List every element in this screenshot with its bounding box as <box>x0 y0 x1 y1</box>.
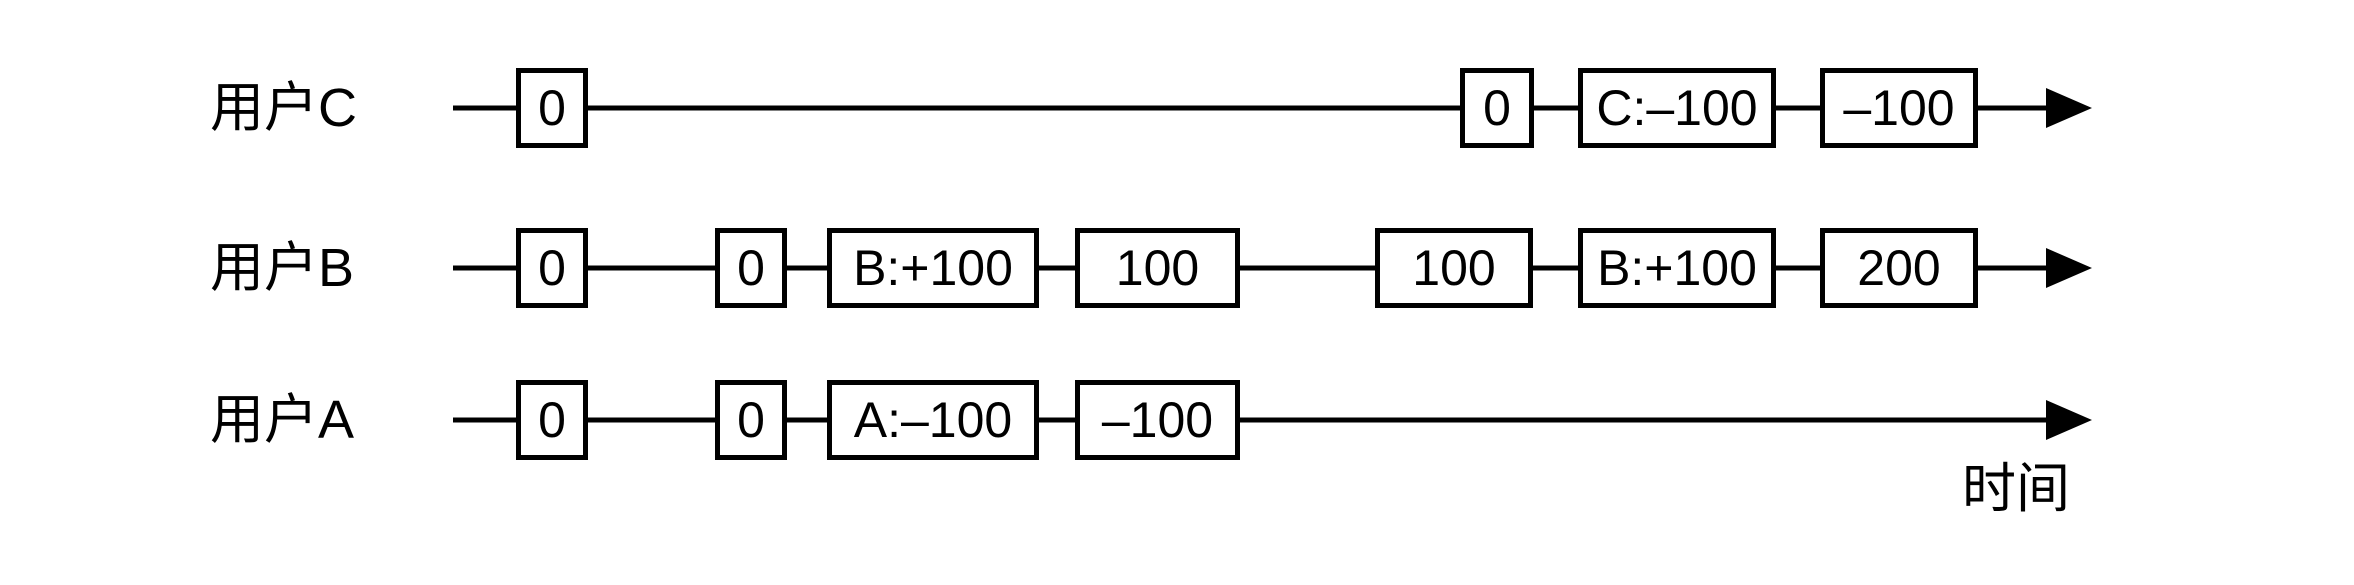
event-box: 0 <box>516 380 588 460</box>
event-box: A:–100 <box>827 380 1039 460</box>
timeline-segment <box>1039 417 1075 423</box>
timeline-segment <box>1978 105 2046 111</box>
event-box: 0 <box>1460 68 1534 148</box>
event-box: 100 <box>1075 228 1240 308</box>
arrow-right-icon <box>2046 88 2092 128</box>
event-box: –100 <box>1075 380 1240 460</box>
timeline-segment <box>588 265 715 271</box>
event-box: 0 <box>516 68 588 148</box>
timeline-segment <box>1776 105 1820 111</box>
arrow-right-icon <box>2046 248 2092 288</box>
timeline-segment <box>1039 265 1075 271</box>
time-axis-label: 时间 <box>1962 459 2070 519</box>
timeline-segment <box>1240 265 1375 271</box>
event-box: 0 <box>715 380 787 460</box>
timeline-segment <box>453 265 516 271</box>
row-label-用户B: 用户B <box>210 238 355 298</box>
arrow-right-icon <box>2046 400 2092 440</box>
event-box: 0 <box>715 228 787 308</box>
timeline-segment <box>588 417 715 423</box>
event-box: 0 <box>516 228 588 308</box>
timeline-segment <box>1533 265 1578 271</box>
event-box: 200 <box>1820 228 1978 308</box>
event-box: –100 <box>1820 68 1978 148</box>
timeline-segment <box>453 105 516 111</box>
timeline-segment <box>1240 417 2046 423</box>
timeline-segment <box>787 265 827 271</box>
timeline-segment <box>787 417 827 423</box>
event-box: 100 <box>1375 228 1533 308</box>
timeline-segment <box>453 417 516 423</box>
timeline-segment <box>588 105 1460 111</box>
row-label-用户A: 用户A <box>210 390 355 450</box>
event-box: B:+100 <box>827 228 1039 308</box>
event-box: C:–100 <box>1578 68 1776 148</box>
event-box: B:+100 <box>1578 228 1776 308</box>
timeline-segment <box>1776 265 1820 271</box>
timeline-segment <box>1978 265 2046 271</box>
row-label-用户C: 用户C <box>210 78 357 138</box>
timeline-segment <box>1534 105 1578 111</box>
